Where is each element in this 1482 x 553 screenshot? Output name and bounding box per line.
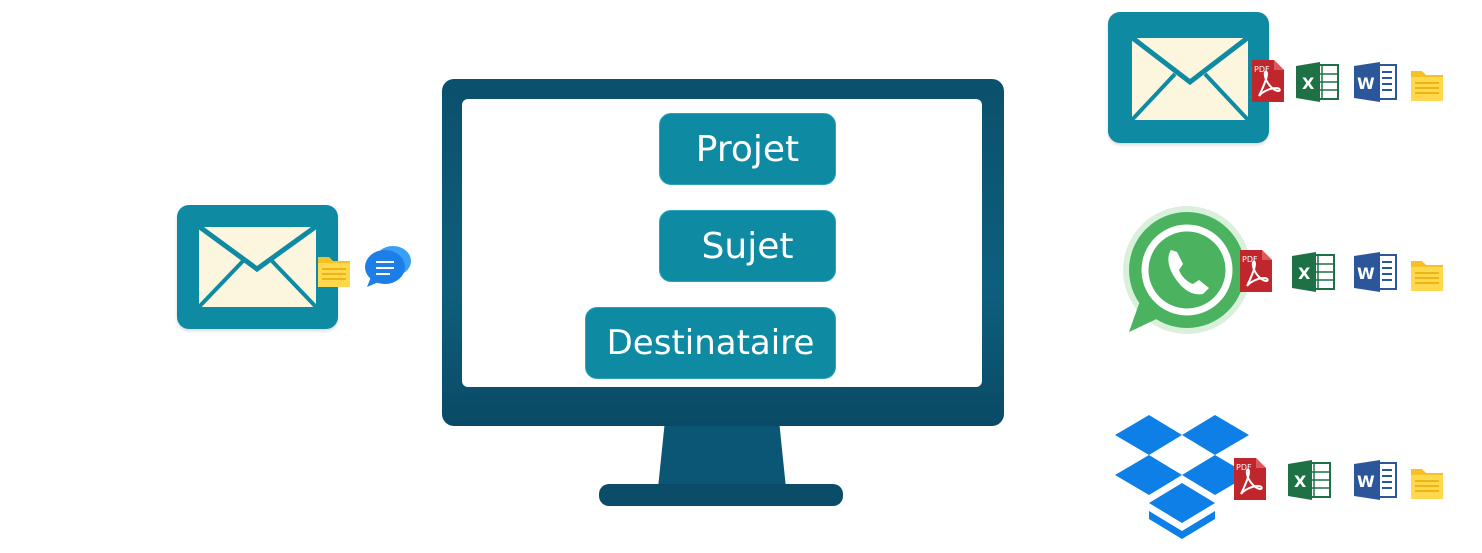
word-icon: W — [1354, 460, 1398, 500]
pdf-label: PDF — [1254, 65, 1270, 74]
pdf-icon: PDF — [1238, 250, 1272, 292]
folder-icon — [1410, 66, 1444, 102]
folder-icon — [1410, 464, 1444, 500]
pdf-icon: PDF — [1232, 458, 1266, 500]
svg-text:X: X — [1298, 264, 1311, 283]
monitor-base — [599, 484, 843, 506]
svg-text:X: X — [1294, 472, 1307, 491]
folder-icon — [1410, 256, 1444, 292]
svg-text:W: W — [1357, 264, 1375, 283]
pdf-icon: PDF — [1250, 60, 1284, 102]
field-destinataire: Destinataire — [585, 307, 836, 379]
field-projet: Projet — [659, 113, 836, 185]
excel-icon: X — [1288, 460, 1332, 500]
pdf-label: PDF — [1242, 255, 1258, 264]
monitor-stand — [658, 426, 786, 488]
folder-icon — [317, 252, 351, 288]
svg-text:W: W — [1357, 74, 1375, 93]
chat-bubble-icon — [363, 243, 413, 289]
svg-text:X: X — [1302, 74, 1315, 93]
excel-icon: X — [1296, 62, 1340, 102]
field-sujet: Sujet — [659, 210, 836, 282]
word-icon: W — [1354, 252, 1398, 292]
incoming-email-icon — [177, 205, 338, 329]
excel-icon: X — [1292, 252, 1336, 292]
dropbox-icon — [1115, 415, 1249, 539]
word-icon: W — [1354, 62, 1398, 102]
email-destination-icon — [1108, 12, 1269, 143]
pdf-label: PDF — [1236, 463, 1252, 472]
svg-text:W: W — [1357, 472, 1375, 491]
whatsapp-icon — [1117, 204, 1253, 340]
